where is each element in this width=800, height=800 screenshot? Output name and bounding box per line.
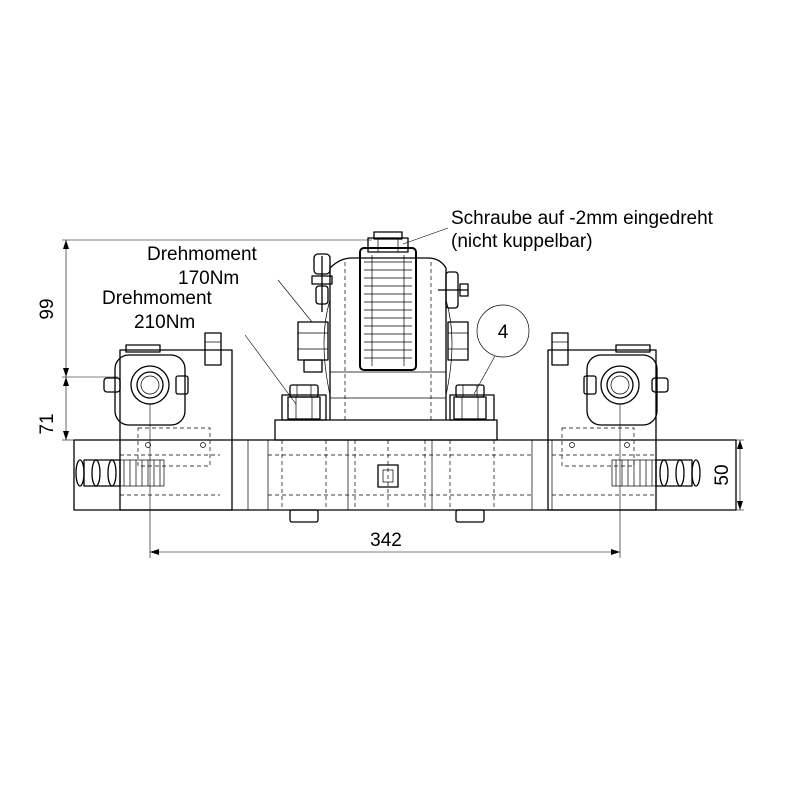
leader-screw-note [402,227,449,245]
balloon-circle [476,304,530,358]
thread-lines [364,255,412,366]
screw-note-line1: Schraube auf -2mm eingedreht [451,208,714,229]
hex-nut-right [447,321,469,361]
leader-balloon [473,355,496,395]
torque-170-line1: Drehmoment [147,244,258,265]
dimension-height-upper [62,239,372,378]
hex-nut-left [297,321,329,373]
clamp-housing-right [547,332,701,511]
leader-torque-170 [277,279,313,323]
balloon-number: 4 [498,322,509,343]
leader-torque-210 [244,334,297,405]
center-base-plate [268,394,532,510]
dim-label-width: 342 [370,530,402,551]
center-small-bolt [377,440,399,510]
grease-nipple-right [438,271,469,309]
torque-210-line2: 210Nm [134,312,195,333]
coupling-head [323,231,453,420]
dim-label-height-lower: 71 [37,413,58,434]
torque-170-line2: 170Nm [178,268,239,289]
dimension-height-lower [62,377,74,441]
dim-label-height-upper: 99 [37,298,58,319]
dim-label-bar-height: 50 [712,464,733,485]
clamp-housing-left [75,332,233,511]
bolt-right [453,384,487,523]
grease-nipple-left [311,253,333,312]
screw-note-line2: (nicht kuppelbar) [451,231,593,252]
dimension-width [149,404,621,558]
dimension-bar-height [700,439,744,511]
bolt-left [287,384,321,523]
torque-210-line1: Drehmoment [102,288,213,309]
main-bar [73,439,737,511]
